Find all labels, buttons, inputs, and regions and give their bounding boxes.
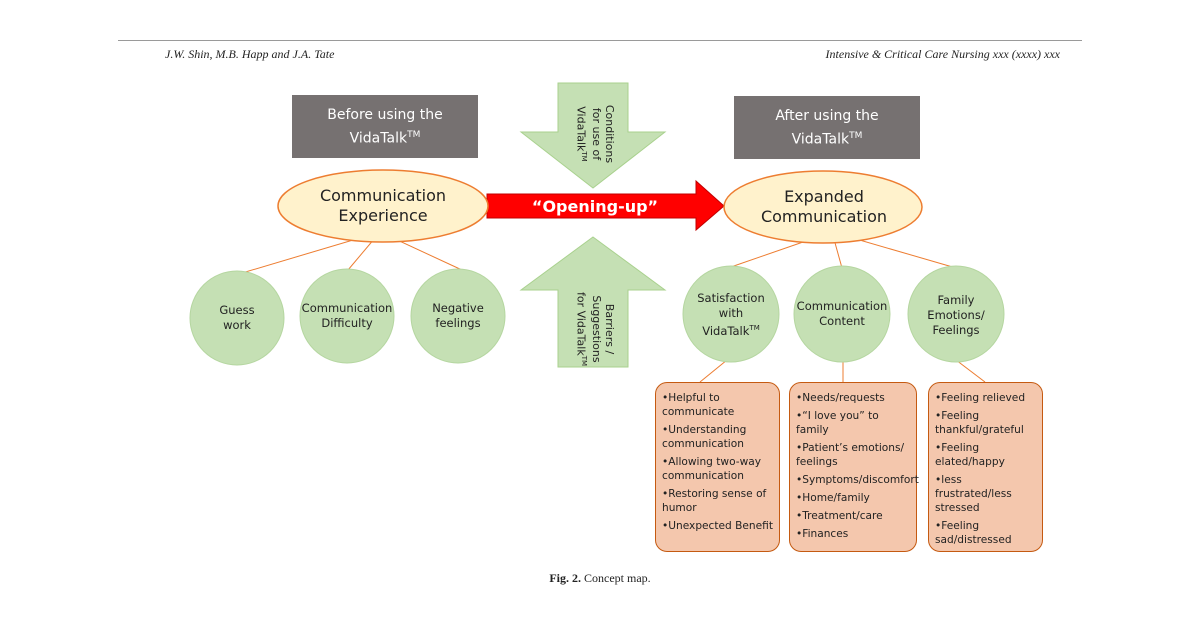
- conditions-arrow: [519, 82, 667, 189]
- figure-caption: Fig. 2. Concept map.: [0, 571, 1200, 586]
- conditions-text: Conditions for use of VidaTalkTM: [572, 86, 616, 182]
- circle-line: Family: [937, 292, 975, 307]
- after-label-line1: After using the: [775, 107, 879, 124]
- oval-line: Communication: [319, 186, 447, 205]
- oval-line: Experience: [338, 206, 428, 225]
- figure-caption-text: Concept map.: [584, 571, 651, 585]
- satisfaction-circle: [682, 265, 780, 363]
- list-item: •less frustrated/less stressed: [935, 474, 1012, 514]
- arrow-line: VidaTalk: [574, 106, 588, 152]
- list-item: •Restoring sense of humor: [662, 488, 767, 514]
- list-item: •Feeling thankful/grateful: [935, 410, 1024, 436]
- communication-experience-oval: [277, 169, 489, 243]
- circle-line: work: [223, 318, 251, 332]
- after-using-box: After using the VidaTalkTM: [734, 96, 920, 159]
- figure-number: Fig. 2.: [549, 571, 581, 585]
- list-item: •Feeling elated/happy: [935, 442, 1005, 468]
- list-item: •Feeling sad/distressed: [935, 520, 1012, 546]
- arrow-line: Barriers /: [603, 303, 616, 355]
- opening-up-label: “Opening-up”: [531, 196, 659, 216]
- expanded-communication-oval: [723, 170, 923, 244]
- list-item: •Helpful to communicate: [662, 392, 735, 418]
- list-item: •Understanding communication: [662, 424, 747, 450]
- communication-difficulty-circle: [299, 268, 395, 364]
- list-item: •Feeling relieved: [935, 392, 1026, 404]
- guess-work-circle: [189, 270, 285, 366]
- negative-feelings-circle: [410, 268, 506, 364]
- barriers-text: Barriers / Suggestions for VidaTalkTM: [572, 274, 616, 384]
- circle-line: Negative: [432, 301, 484, 315]
- tm-mark: TM: [580, 355, 588, 367]
- list-item: •Treatment/care: [796, 510, 883, 522]
- arrow-line: Conditions: [603, 104, 616, 164]
- arrow-line: for use of: [590, 107, 603, 161]
- communication-content-list: •Needs/requests •“I love you” to family …: [789, 382, 919, 552]
- list-item: •Allowing two-way communication: [662, 456, 762, 482]
- list-item: •Symptoms/discomfort: [796, 474, 919, 486]
- header-authors: J.W. Shin, M.B. Happ and J.A. Tate: [165, 47, 335, 61]
- circle-line: Emotions/: [927, 307, 985, 322]
- circle-line: Communication: [796, 299, 888, 313]
- oval-line: Expanded: [784, 187, 864, 206]
- after-label-line2: VidaTalk: [791, 131, 850, 148]
- opening-up-arrow: [486, 179, 725, 232]
- circle-line: Difficulty: [321, 316, 373, 330]
- family-emotions-circle: [907, 265, 1005, 363]
- before-label-line2: VidaTalk: [349, 130, 408, 147]
- before-using-box: Before using the VidaTalkTM: [292, 95, 478, 158]
- barriers-arrow: [519, 236, 667, 368]
- list-item: •Finances: [796, 528, 849, 540]
- list-item: •Unexpected Benefit: [662, 520, 773, 532]
- family-emotions-list: •Feeling relieved •Feeling thankful/grat…: [928, 382, 1043, 552]
- circle-line: Content: [819, 314, 865, 328]
- list-item: •Patient’s emotions/ feelings: [796, 442, 905, 468]
- oval-line: Communication: [760, 207, 888, 226]
- circle-line: VidaTalk: [702, 323, 750, 338]
- circle-line: feelings: [435, 316, 481, 330]
- communication-content-circle: [793, 265, 891, 363]
- list-item: •Needs/requests: [796, 392, 885, 404]
- circle-line: Feelings: [932, 322, 980, 337]
- tm-mark: TM: [749, 324, 760, 333]
- list-item: •Home/family: [796, 492, 870, 504]
- tm-mark: TM: [407, 129, 421, 140]
- header-rule: [118, 40, 1082, 41]
- circle-line: Communication: [301, 301, 393, 315]
- tm-mark: TM: [580, 151, 588, 162]
- arrow-line: for VidaTalk: [574, 291, 588, 356]
- arrow-line: Suggestions: [590, 295, 603, 363]
- circle-line: Satisfaction: [697, 291, 765, 306]
- circle-line: with: [718, 306, 744, 321]
- header-journal: Intensive & Critical Care Nursing xxx (x…: [825, 47, 1060, 61]
- tm-mark: TM: [849, 130, 863, 141]
- list-item: •“I love you” to family: [796, 410, 879, 436]
- circle-line: Guess: [219, 303, 255, 317]
- satisfaction-list: •Helpful to communicate •Understanding c…: [655, 382, 780, 552]
- before-label-line1: Before using the: [327, 106, 443, 123]
